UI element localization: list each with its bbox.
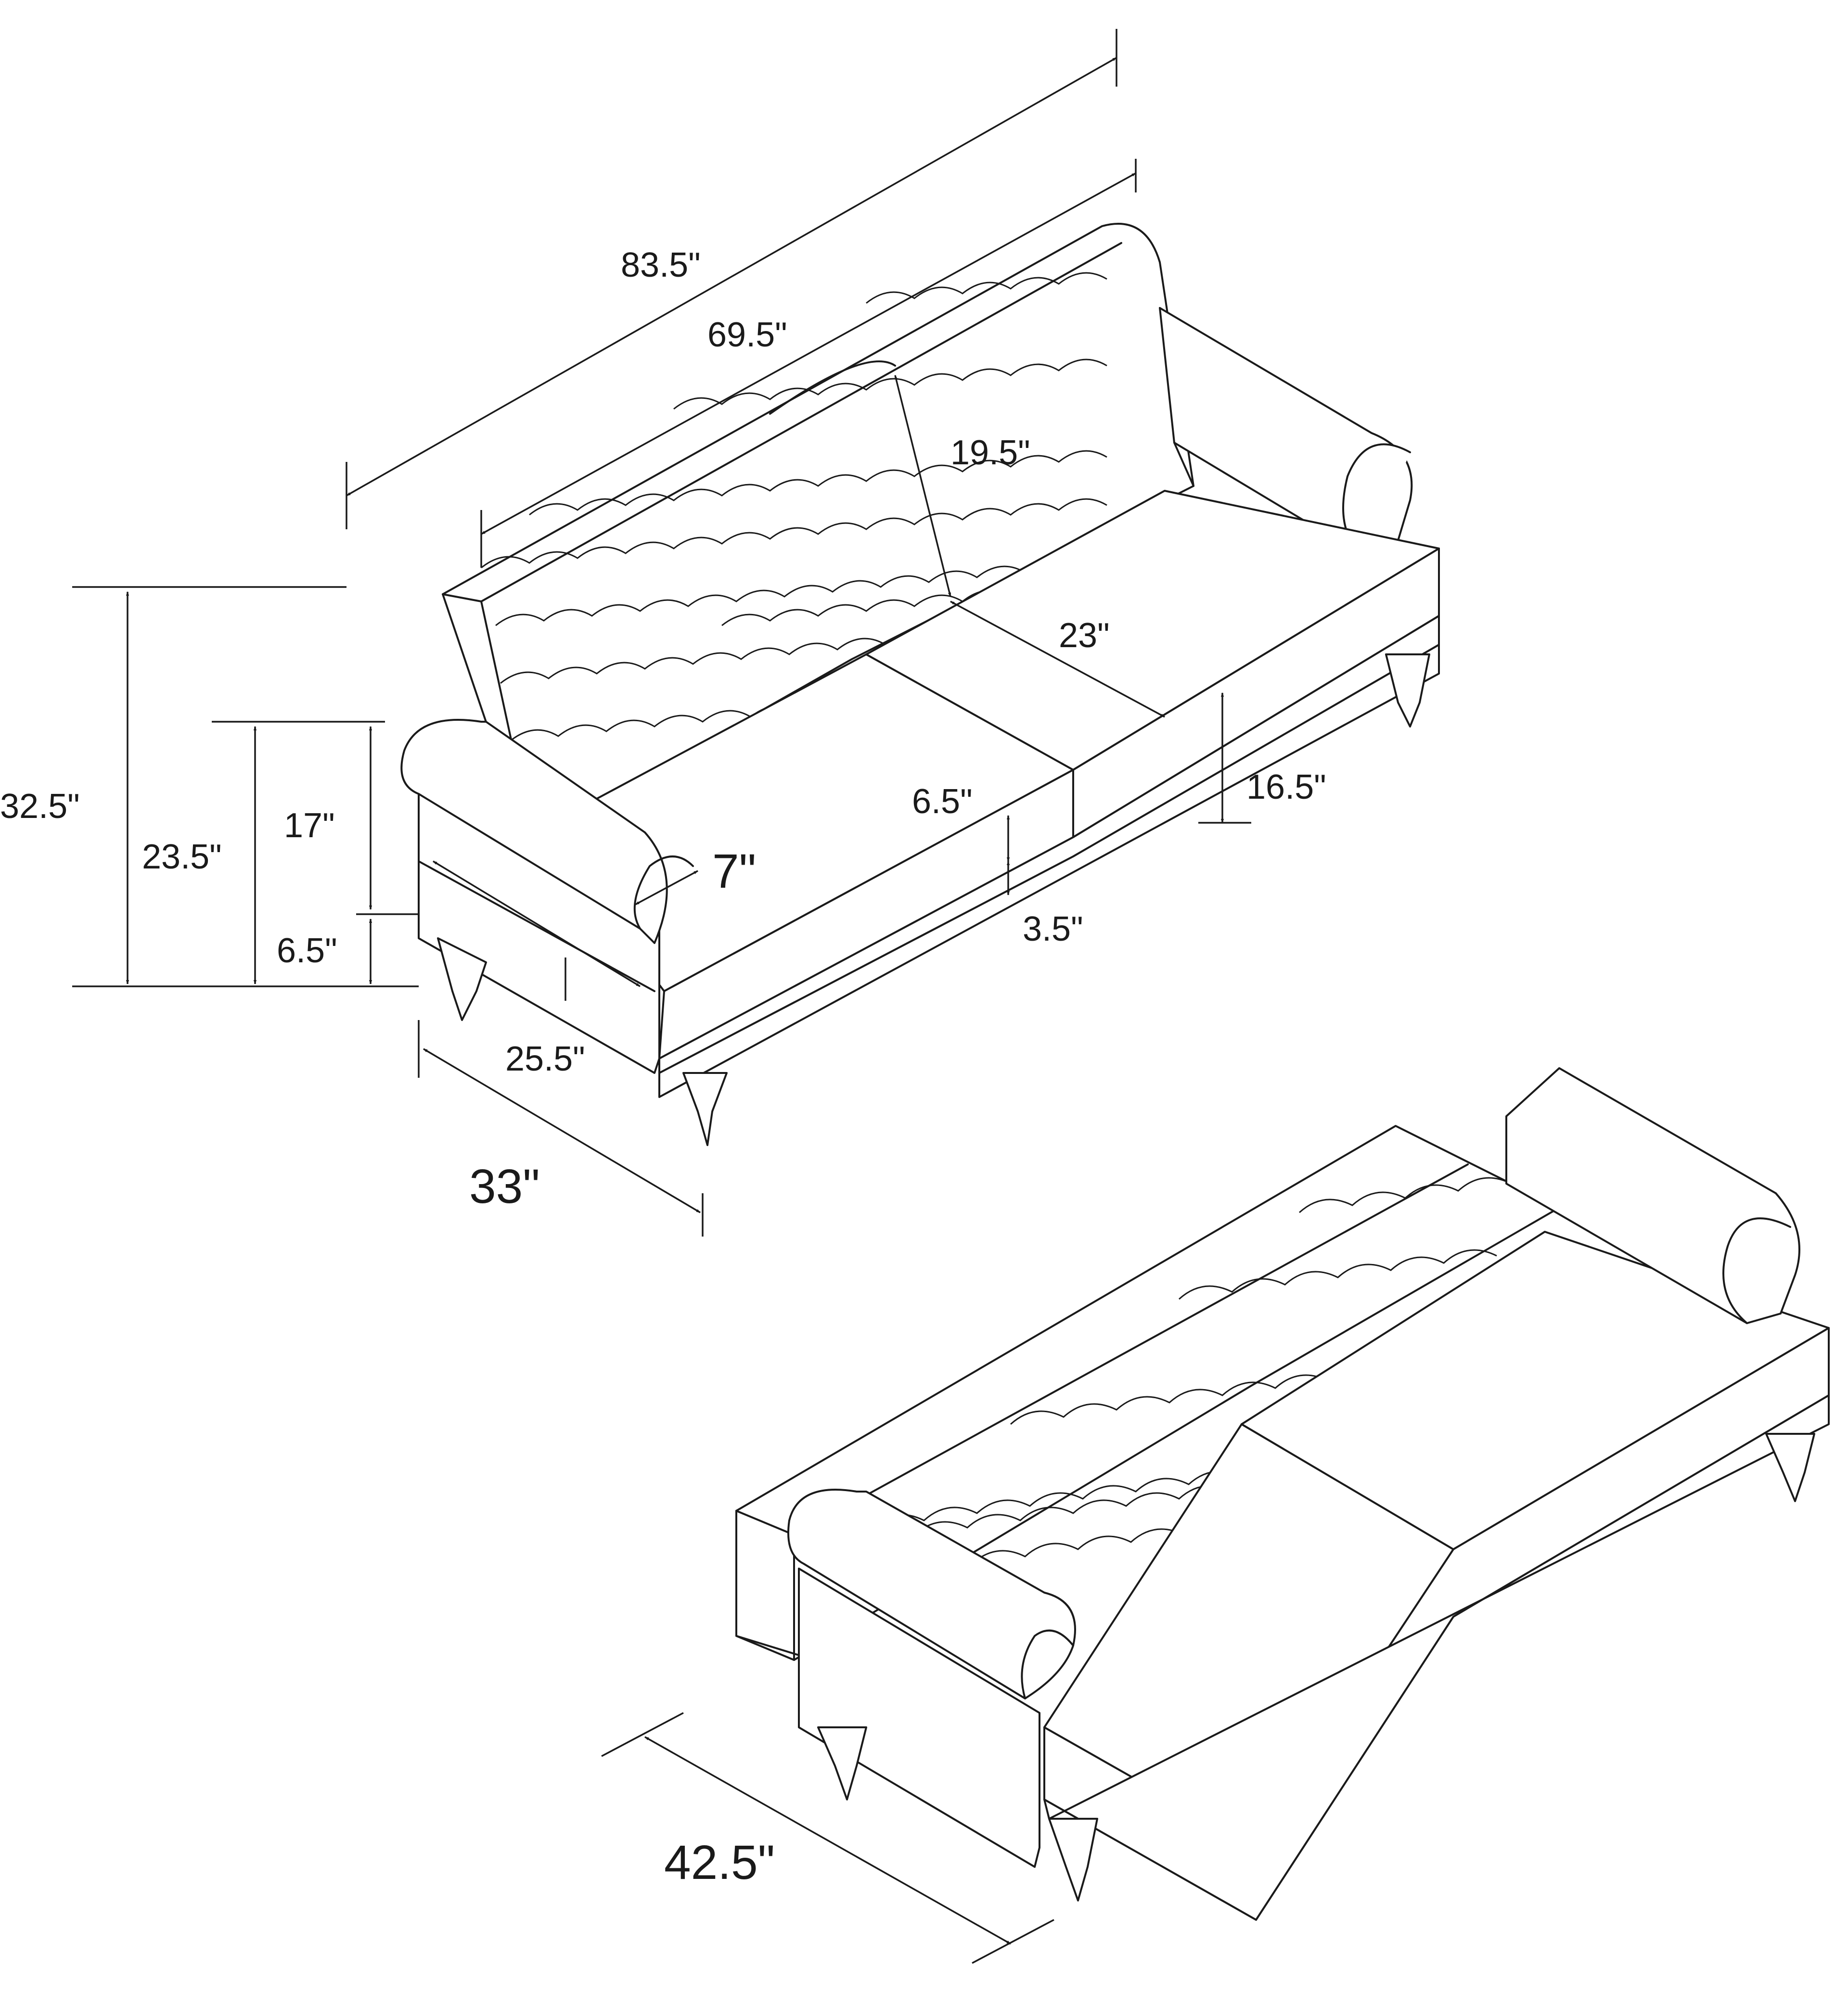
label-seat-height: 16.5" — [1246, 768, 1326, 806]
bed-right-arm — [1505, 1067, 1800, 1324]
sofa-upright — [400, 223, 1440, 1146]
bed-seat — [1043, 1231, 1830, 1921]
label-arm-above-leg: 17" — [284, 806, 335, 845]
label-back-height: 19.5" — [950, 434, 1030, 472]
label-seat-depth: 23" — [1059, 616, 1110, 655]
label-seat-width: 69.5" — [707, 316, 787, 354]
label-arm-height: 23.5" — [142, 838, 222, 876]
label-leg-height: 6.5" — [277, 932, 337, 970]
label-overall-height: 32.5" — [0, 787, 80, 826]
label-overall-width: 83.5" — [621, 246, 701, 284]
label-inner-depth: 25.5" — [505, 1040, 585, 1078]
label-arm-diameter: 7" — [712, 844, 756, 898]
label-bed-depth: 42.5" — [664, 1836, 775, 1889]
label-overall-depth: 33" — [469, 1160, 540, 1213]
label-base-thickness: 3.5" — [1023, 910, 1083, 948]
label-cushion-thickness: 6.5" — [912, 782, 973, 821]
sofa-bed — [735, 1067, 1830, 1921]
dimension-lines — [72, 29, 1251, 1964]
dimension-labels: 83.5" 69.5" 19.5" 23" 32.5" 23.5" 17" 6.… — [0, 246, 1326, 1889]
